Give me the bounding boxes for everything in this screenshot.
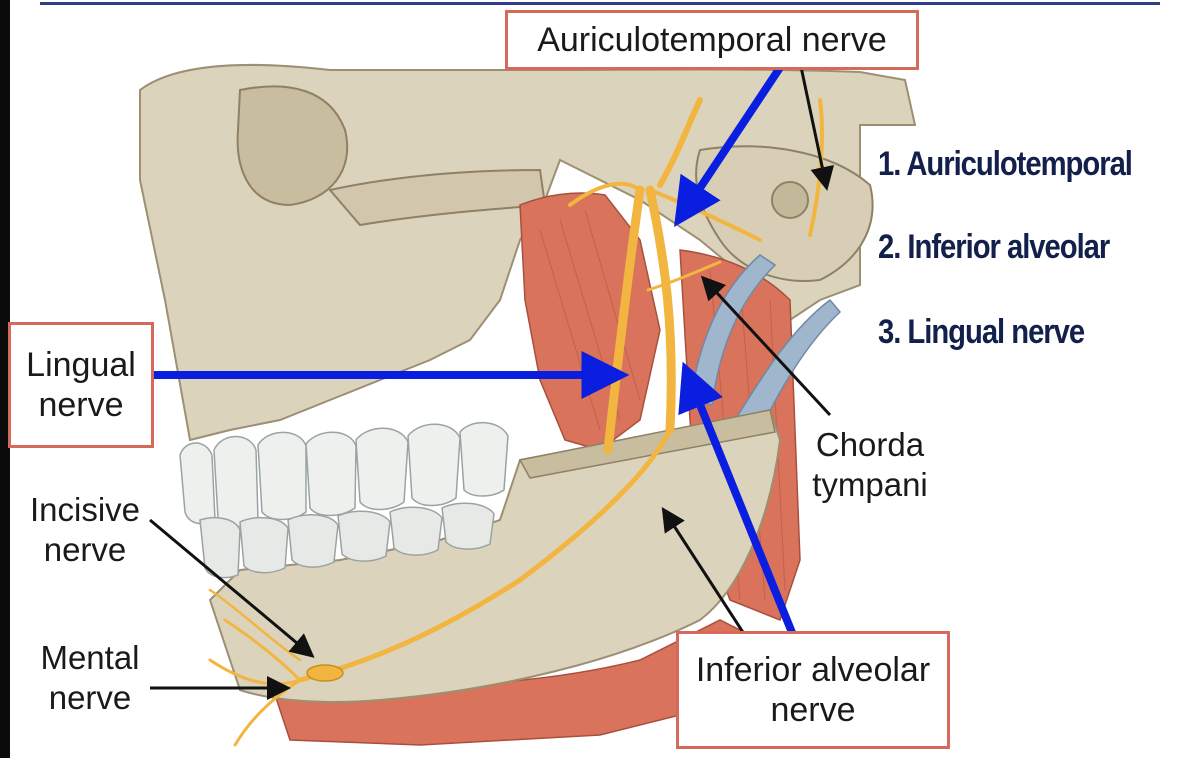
list-item-1: 1. Auriculotemporal xyxy=(878,145,1132,184)
label-inferior-alveolar-nerve: Inferior alveolar nerve xyxy=(676,631,950,749)
label-auriculotemporal-nerve: Auriculotemporal nerve xyxy=(505,10,919,70)
label-lingual-nerve: Lingual nerve xyxy=(8,322,154,448)
inferior-alveolar-text-line2: nerve xyxy=(770,690,855,730)
incisive-text-line2: nerve xyxy=(20,530,150,570)
auriculotemporal-text: Auriculotemporal nerve xyxy=(537,20,887,60)
mental-foramen xyxy=(307,665,343,681)
mental-text-line1: Mental xyxy=(25,638,155,678)
incisive-text-line1: Incisive xyxy=(20,490,150,530)
list-item-3: 3. Lingual nerve xyxy=(878,313,1084,352)
list-item-2: 2. Inferior alveolar xyxy=(878,228,1109,267)
label-chorda-tympani: Chorda tympani xyxy=(800,425,940,506)
mental-text-line2: nerve xyxy=(25,678,155,718)
lingual-text-line1: Lingual xyxy=(26,345,136,385)
label-incisive-nerve: Incisive nerve xyxy=(20,490,150,571)
chorda-text-line1: Chorda xyxy=(800,425,940,465)
lingual-text-line2: nerve xyxy=(38,385,123,425)
chorda-text-line2: tympani xyxy=(800,465,940,505)
inferior-alveolar-text-line1: Inferior alveolar xyxy=(696,650,930,690)
label-mental-nerve: Mental nerve xyxy=(25,638,155,719)
